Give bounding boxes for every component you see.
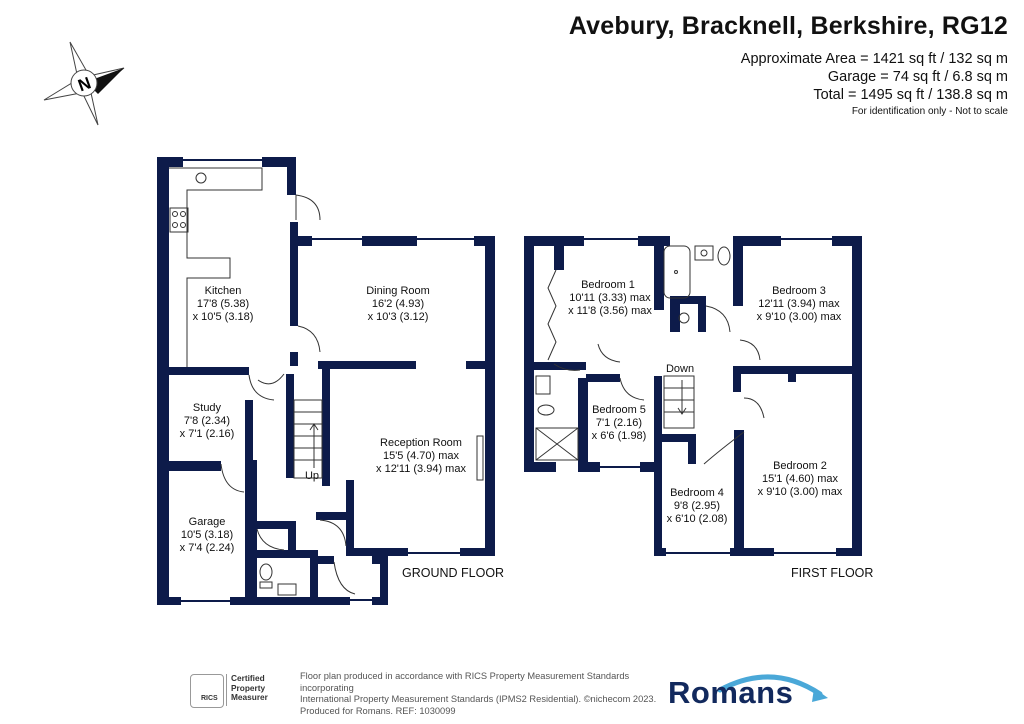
ground-floor-labels: Kitchen 17'8 (5.38) x 10'5 (3.18) Dining… (180, 285, 504, 580)
cert-line-2: Property (231, 682, 266, 693)
bedroom1-dim1: 10'11 (3.33) max (569, 292, 651, 304)
bedroom3-dim1: 12'11 (3.94) max (758, 298, 840, 310)
certified-measurer-text: Certified Property Measurer (226, 673, 279, 706)
reception-dim2: x 12'11 (3.94) max (376, 463, 466, 475)
bedroom4-dim2: x 6'10 (2.08) (667, 513, 728, 525)
compass-icon: N (43, 41, 125, 126)
first-floor-label: FIRST FLOOR (791, 566, 873, 580)
basin-icon (277, 583, 297, 596)
rics-certified-badge: RICS Certified Property Measurer (190, 673, 280, 708)
kitchen-name: Kitchen (205, 285, 242, 297)
bedroom4-name: Bedroom 4 (670, 487, 724, 499)
first-floor-fixtures (535, 245, 765, 465)
garage-dim1: 10'5 (3.18) (181, 529, 233, 541)
garage-dim2: x 7'4 (2.24) (180, 542, 235, 554)
first-floor-labels: Bedroom 1 10'11 (3.33) max x 11'8 (3.56)… (568, 279, 873, 580)
study-name: Study (193, 402, 222, 414)
study-dim2: x 7'1 (2.16) (180, 428, 235, 440)
reception-dim1: 15'5 (4.70) max (383, 450, 460, 462)
dining-dim1: 16'2 (4.93) (372, 298, 424, 310)
bedroom3-name: Bedroom 3 (772, 285, 826, 297)
reception-name: Reception Room (380, 437, 462, 449)
bedroom2-dim1: 15'1 (4.60) max (762, 473, 839, 485)
wc-icon-upper (717, 246, 731, 266)
stairs-up-label: Up (305, 470, 319, 482)
ground-floor-label: GROUND FLOOR (402, 566, 504, 580)
rics-logo-text: RICS (201, 695, 218, 702)
garage-area: Garage = 74 sq ft / 6.8 sq m (827, 69, 1008, 85)
bedroom5-dim1: 7'1 (2.16) (596, 417, 642, 429)
bedroom2-name: Bedroom 2 (773, 460, 827, 472)
bedroom4-dim1: 9'8 (2.95) (674, 500, 720, 512)
romans-logo: Romans (668, 675, 794, 710)
bath-icon (663, 245, 691, 299)
study-dim1: 7'8 (2.34) (184, 415, 230, 427)
cert-line-3: Measurer (231, 692, 268, 703)
wc-icon (259, 563, 273, 581)
basin-icon-upper (694, 245, 714, 261)
bedroom5-name: Bedroom 5 (592, 404, 646, 416)
garage-name: Garage (189, 516, 226, 528)
bedroom3-dim2: x 9'10 (3.00) max (757, 311, 842, 323)
footer-line-3: Produced for Romans. REF: 1030099 (300, 705, 456, 716)
total-area: Total = 1495 sq ft / 138.8 sq m (813, 87, 1008, 103)
kitchen-dim2: x 10'5 (3.18) (193, 311, 254, 323)
disclaimer-note: For identification only - Not to scale (851, 106, 1008, 117)
compass-north-label: N (75, 73, 93, 95)
stairs-down-label: Down (666, 363, 694, 375)
footer-line-1: Floor plan produced in accordance with R… (300, 671, 630, 693)
footer-disclaimer: Floor plan produced in accordance with R… (300, 671, 670, 717)
stairs-icon (293, 399, 323, 479)
sink-icon (195, 172, 207, 184)
footer-line-2: International Property Measurement Stand… (300, 694, 657, 704)
hob-icon (169, 207, 189, 233)
ground-floor-walls (157, 157, 495, 605)
bedroom1-dim2: x 11'8 (3.56) max (568, 305, 652, 317)
shower-icon (535, 427, 579, 461)
rics-logo-icon: RICS (190, 674, 224, 708)
bedroom5-dim2: x 6'6 (1.98) (592, 430, 647, 442)
dining-dim2: x 10'3 (3.12) (368, 311, 429, 323)
bedroom2-dim2: x 9'10 (3.00) max (758, 486, 843, 498)
kitchen-dim1: 17'8 (5.38) (197, 298, 249, 310)
dining-name: Dining Room (366, 285, 430, 297)
approx-area: Approximate Area = 1421 sq ft / 132 sq m (740, 51, 1008, 67)
plan-title: Avebury, Bracknell, Berkshire, RG12 (568, 12, 1008, 40)
cert-line-1: Certified (231, 673, 265, 683)
bedroom1-name: Bedroom 1 (581, 279, 635, 291)
stairs-icon-upper (663, 375, 695, 429)
ground-floor-fixtures (169, 167, 484, 596)
first-floor-walls (524, 236, 862, 556)
romans-swoosh-icon (717, 674, 828, 702)
